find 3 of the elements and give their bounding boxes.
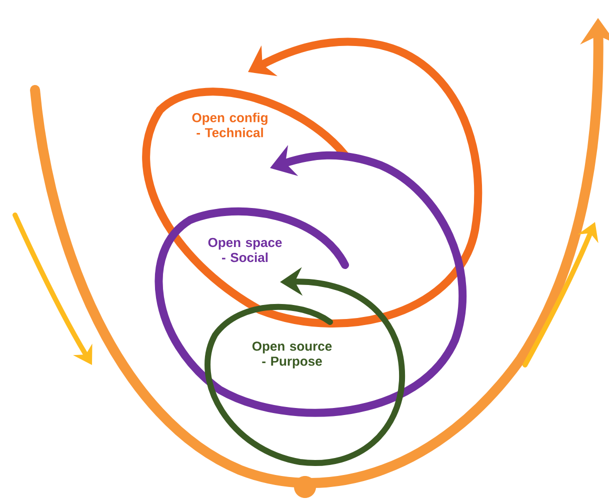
text-label: Open source - Purpose <box>252 342 332 368</box>
text-label: Open config - Technical <box>192 112 268 138</box>
text-label: Open space - Social <box>208 238 282 262</box>
